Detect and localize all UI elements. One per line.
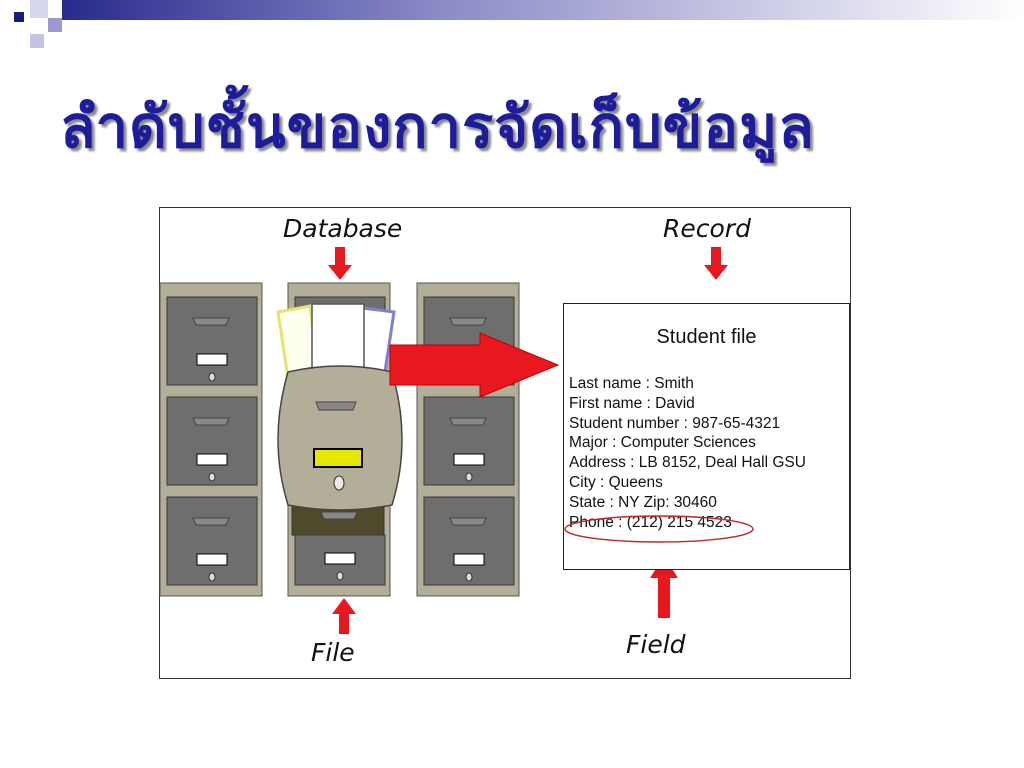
record-field-line: Address : LB 8152, Deal Hall GSU xyxy=(569,454,806,472)
open-drawer xyxy=(277,365,403,511)
record-field-line: First name : David xyxy=(569,394,695,412)
record-pointer-arrow xyxy=(389,332,560,398)
corner-decoration xyxy=(0,0,1024,60)
record-card: Student file Last name : Smith First nam… xyxy=(563,303,850,570)
paper-stack xyxy=(276,303,396,380)
deco-square xyxy=(30,0,48,18)
field-arrow xyxy=(650,556,678,618)
record-field-line: State : NY Zip: 30460 xyxy=(569,493,717,511)
record-field-line: Last name : Smith xyxy=(569,375,694,392)
record-field-line: City : Queens xyxy=(569,473,663,491)
cabinet-drawer xyxy=(294,534,386,586)
left-file-cabinet xyxy=(159,282,263,597)
record-field-line: Student number : 987-65-4321 xyxy=(569,414,781,432)
cabinet-drawer xyxy=(166,296,258,386)
record-field-line: Major : Computer Sciences xyxy=(569,434,756,452)
field-label: Field xyxy=(626,630,686,659)
deco-square xyxy=(48,18,62,32)
field-highlight xyxy=(564,515,754,543)
cabinet-drawer xyxy=(423,396,515,486)
file-label: File xyxy=(311,638,355,667)
database-arrow xyxy=(328,247,352,280)
cabinet-drawer xyxy=(166,496,258,586)
record-label: Record xyxy=(663,214,751,243)
cabinet-drawer xyxy=(166,396,258,486)
database-label: Database xyxy=(283,214,403,243)
deco-square xyxy=(30,34,44,48)
record-card-title: Student file xyxy=(656,326,757,348)
middle-file-cabinet xyxy=(276,282,403,597)
record-arrow xyxy=(704,247,728,280)
deco-square xyxy=(14,12,24,22)
deco-bar xyxy=(62,0,1024,20)
slide-title: ลำดับชั้นของการจัดเก็บข้อมูล xyxy=(60,93,815,161)
cabinet-drawer xyxy=(423,496,515,586)
file-arrow xyxy=(332,598,356,634)
right-file-cabinet xyxy=(416,282,520,597)
